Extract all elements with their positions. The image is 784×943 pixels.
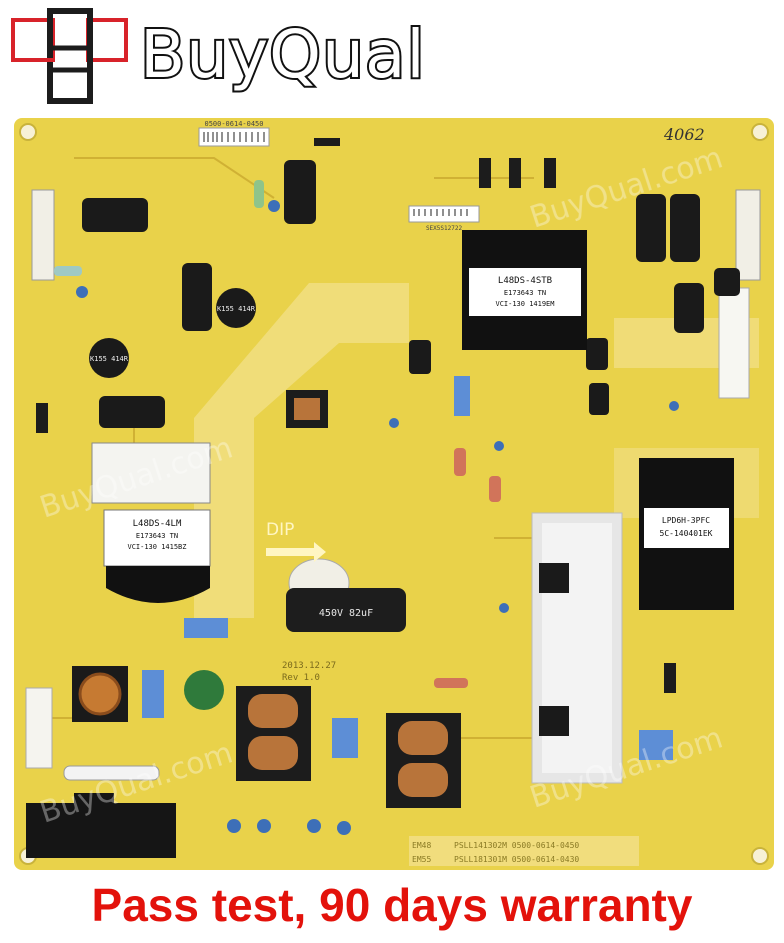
model-line-2-left: EM55	[412, 855, 431, 864]
buyqual-logo-icon	[11, 8, 128, 104]
film-capacitors	[142, 376, 673, 760]
board-revision: Rev 1.0	[282, 673, 320, 683]
power-inductors: K155 414R K155 414R	[89, 288, 328, 428]
dip-arrow-icon	[266, 542, 326, 562]
pfc-transformer-line2: 5C-140401EK	[660, 529, 713, 538]
sticker-label: SEX5S12722	[426, 225, 463, 232]
part-label: 0500-0614-0450	[204, 120, 263, 128]
pfc-transformer: LPD6H-3PFC 5C-140401EK	[639, 458, 734, 610]
board-date: 2013.12.27	[282, 661, 336, 671]
main-transformer-line2: E173643 TN	[504, 289, 546, 297]
brand-name: BuyQual	[138, 16, 427, 94]
bulk-capacitor: 450V 82uF	[286, 558, 406, 632]
varistor	[184, 670, 224, 710]
standby-transformer-line2: E173643 TN	[136, 532, 178, 540]
diodes	[36, 138, 676, 693]
main-transformer-line3: VCI-130 1419EM	[495, 300, 554, 308]
ceramic-capacitors	[76, 200, 679, 835]
pfc-transformer-line1: LPD6H-3PFC	[662, 516, 710, 525]
main-transformer: L48DS-4STB E173643 TN VCI-130 1419EM	[462, 230, 587, 350]
model-line-1-right: PSLL141302M 0500-0614-0450	[454, 841, 579, 850]
model-line-1-left: EM48	[412, 841, 431, 850]
ac-input-connector	[26, 793, 176, 858]
standby-transformer: L48DS-4LM E173643 TN VCI-130 1415BZ	[91, 442, 211, 603]
common-mode-chokes	[236, 686, 461, 808]
bulk-capacitor-label: 450V 82uF	[319, 608, 373, 619]
inductor-label-1: K155 414R	[217, 305, 256, 313]
fuse	[63, 765, 160, 781]
inductor-label-2: K155 414R	[90, 355, 129, 363]
resistors	[54, 180, 501, 688]
heatsink	[531, 512, 623, 784]
power-supply-board: 0500-0614-0450 SEX5S12722 4062 450V 82uF	[14, 118, 774, 870]
dip-silk: DIP	[266, 520, 294, 540]
header: BuyQual	[0, 0, 784, 112]
warranty-caption: Pass test, 90 days warranty	[91, 879, 693, 931]
electrolytic-capacitors	[82, 160, 740, 428]
standby-transformer-line1: L48DS-4LM	[133, 519, 182, 529]
handwritten-mark: 4062	[663, 125, 705, 144]
standby-transformer-line3: VCI-130 1415BZ	[127, 543, 186, 551]
model-line-2-right: PSLL181301M 0500-0614-0430	[454, 855, 579, 864]
main-transformer-line1: L48DS-4STB	[498, 276, 552, 286]
